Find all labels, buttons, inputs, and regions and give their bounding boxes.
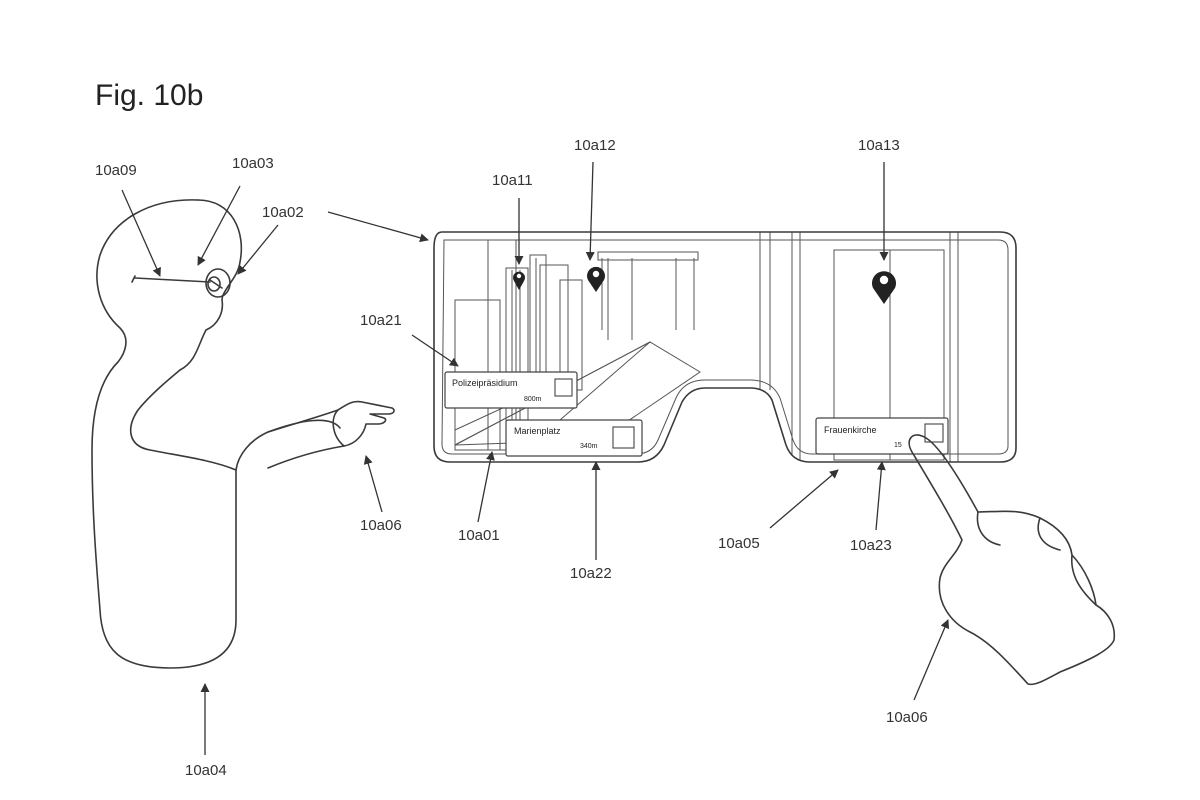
touching-hand-right bbox=[908, 434, 1116, 686]
poi-checkbox[interactable] bbox=[924, 423, 944, 443]
ref-10a11: 10a11 bbox=[492, 172, 533, 189]
person-silhouette bbox=[91, 199, 341, 669]
ref-10a09: 10a09 bbox=[95, 162, 137, 179]
poi-label: Polizeipräsidium bbox=[452, 378, 518, 388]
ref-10a06-left: 10a06 bbox=[360, 517, 402, 534]
poi-distance: 800m bbox=[524, 396, 542, 403]
ref-10a06-right: 10a06 bbox=[886, 709, 928, 726]
poi-distance: 340m bbox=[580, 443, 598, 450]
poi-label: Frauenkirche bbox=[824, 425, 877, 435]
poi-label: Marienplatz bbox=[514, 426, 561, 436]
ref-10a21: 10a21 bbox=[360, 312, 402, 329]
poi-distance: 15 bbox=[894, 442, 902, 449]
location-pin-icon[interactable] bbox=[587, 266, 605, 292]
pointing-hand-left bbox=[267, 400, 395, 469]
ref-10a02: 10a02 bbox=[262, 204, 304, 221]
ref-10a23: 10a23 bbox=[850, 537, 892, 554]
poi-card-polizei[interactable]: Polizeipräsidium 800m bbox=[444, 371, 578, 409]
poi-checkbox[interactable] bbox=[554, 378, 573, 397]
location-pin-icon[interactable] bbox=[871, 271, 896, 304]
ref-10a05: 10a05 bbox=[718, 535, 760, 552]
ref-10a03: 10a03 bbox=[232, 155, 274, 172]
ref-10a13: 10a13 bbox=[858, 137, 900, 154]
city-scene-left bbox=[454, 239, 701, 451]
ref-10a01: 10a01 bbox=[458, 527, 500, 544]
smart-glasses-worn bbox=[131, 268, 231, 298]
ref-10a22: 10a22 bbox=[570, 565, 612, 582]
poi-card-marienplatz[interactable]: Marienplatz 340m bbox=[505, 419, 643, 457]
figure-title: Fig. 10b bbox=[95, 79, 203, 112]
reference-labels: 10a09 10a03 10a02 10a21 10a11 10a12 10a1… bbox=[95, 137, 950, 779]
ref-10a04: 10a04 bbox=[185, 762, 227, 779]
poi-card-frauenkirche[interactable]: Frauenkirche 15 bbox=[815, 417, 949, 455]
poi-checkbox[interactable] bbox=[612, 426, 635, 449]
ref-10a12: 10a12 bbox=[574, 137, 616, 154]
location-pin-icon[interactable] bbox=[513, 271, 525, 290]
